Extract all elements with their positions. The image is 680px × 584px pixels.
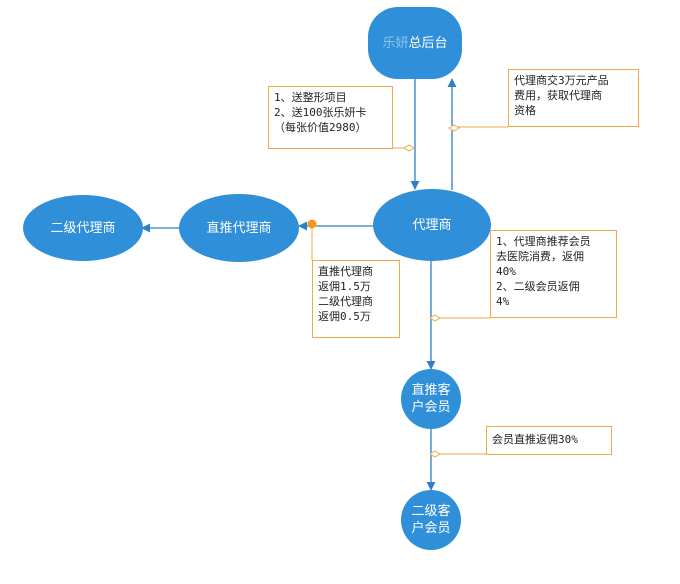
sub-agent-node: 二级代理商	[23, 195, 143, 261]
hq-label-faded: 乐妍	[382, 35, 409, 51]
hq-label: 总后台	[408, 35, 448, 51]
direct-member-label-line2: 户会员	[411, 400, 451, 415]
note-hq-to-agent: 1、送整形项目 2、送100张乐妍卡 （每张价值2980）	[268, 86, 393, 149]
note-direct-member-rebate: 会员直推返佣30%	[486, 426, 612, 455]
hq-node: 乐妍总后台	[368, 7, 462, 79]
direct-member-node: 直推客 户会员	[401, 369, 461, 429]
direct-agent-label: 直推代理商	[206, 220, 272, 236]
agent-label: 代理商	[412, 217, 452, 233]
sub-member-label-line2: 户会员	[411, 521, 451, 536]
agent-node: 代理商	[373, 189, 491, 261]
direct-agent-node: 直推代理商	[179, 194, 299, 262]
sub-member-label-line1: 二级客	[411, 504, 451, 519]
sub-member-node: 二级客 户会员	[401, 490, 461, 550]
junction-dot	[307, 219, 317, 229]
sub-agent-label: 二级代理商	[50, 220, 116, 236]
connector-hq-to-agent-diamond	[403, 144, 415, 152]
note-agent-rebate: 直推代理商 返佣1.5万 二级代理商 返佣0.5万	[312, 260, 400, 338]
connector-agent-to-hq-diamond	[448, 124, 460, 132]
note-member-rebate: 1、代理商推荐会员 去医院消费，返佣 40% 2、二级会员返佣 4%	[490, 230, 617, 318]
connector-direct-member-rebate-diamond	[429, 450, 441, 458]
note-agent-to-hq: 代理商交3万元产品 费用，获取代理商 资格	[508, 69, 639, 127]
direct-member-label-line1: 直推客	[411, 383, 451, 398]
connector-member-rebate-diamond	[429, 314, 441, 322]
